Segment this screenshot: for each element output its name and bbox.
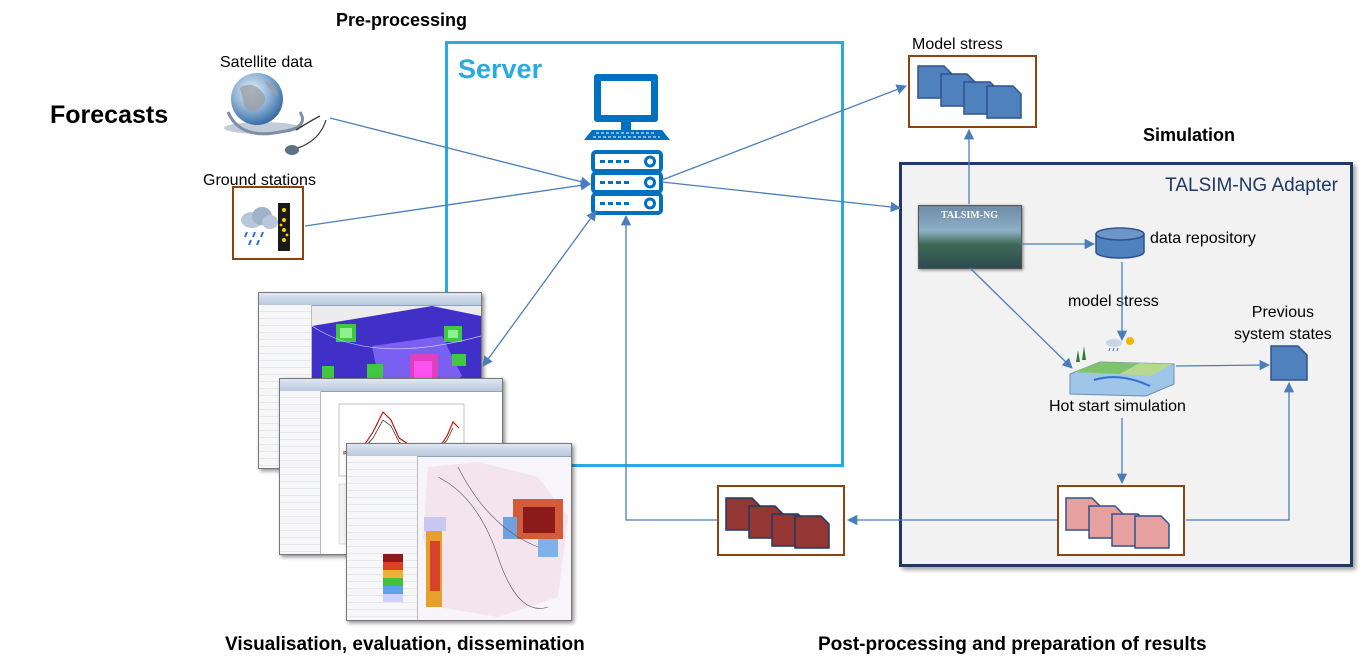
simulation-heading: Simulation xyxy=(1143,125,1236,145)
arrow-output-to-states xyxy=(1186,381,1295,521)
pre-processing-heading: Pre-processing xyxy=(336,10,468,30)
visualisation-screenshot-3 xyxy=(346,443,572,621)
server-title: Server xyxy=(458,54,543,84)
station-mast-icon xyxy=(278,203,290,251)
visualisation-heading: Visualisation, evaluation, dissemination xyxy=(225,634,585,655)
rain-map-2 xyxy=(418,457,571,620)
weather-cloud-icon xyxy=(241,207,278,246)
model-stress-top-label: Model stress xyxy=(912,36,1003,53)
post-processing-heading: Post-processing and preparation of resul… xyxy=(818,634,1207,655)
model-stress-label: model stress xyxy=(1068,293,1159,310)
data-repository-label: data repository xyxy=(1150,230,1256,247)
result-documents-icon xyxy=(725,497,830,549)
data-repository-database-icon xyxy=(1095,227,1145,259)
arrow-server-visualisation xyxy=(482,210,597,367)
hot-start-label: Hot start simulation xyxy=(1049,398,1186,415)
arrow-ground-to-server xyxy=(304,180,592,227)
server-rack-icon xyxy=(591,150,663,215)
hot-start-landscape-icon xyxy=(1069,337,1175,397)
previous-states-label: Previous system states xyxy=(1234,304,1332,343)
arrow-hot-start-to-states xyxy=(1175,359,1271,371)
flow-arrows xyxy=(304,84,1295,526)
arrow-server-to-adapter xyxy=(661,181,902,213)
model-stress-documents-icon xyxy=(917,65,1022,119)
arrow-result-to-server xyxy=(620,214,717,521)
previous-states-document-icon xyxy=(1270,345,1308,381)
arrow-server-to-model-stress xyxy=(661,84,907,181)
adapter-title: TALSIM-NG Adapter xyxy=(1165,175,1338,196)
arrow-thumbnail-to-hot-start xyxy=(969,267,1073,369)
satellite-data-label: Satellite data xyxy=(220,54,313,71)
legend-bar xyxy=(383,554,403,602)
satellite-globe-icon xyxy=(224,73,327,155)
forecasts-heading: Forecasts xyxy=(50,101,169,129)
ground-stations-label: Ground stations xyxy=(203,172,316,189)
server-box: Server xyxy=(445,41,844,467)
monitor-icon xyxy=(584,74,670,140)
simulation-output-documents-icon xyxy=(1065,497,1170,549)
arrow-satellite-to-server xyxy=(329,117,592,187)
